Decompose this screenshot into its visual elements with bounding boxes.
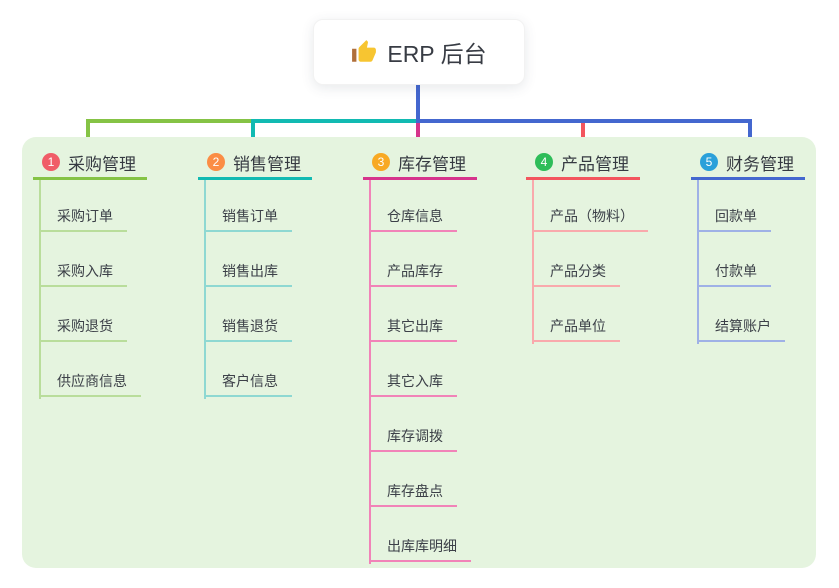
node-payment-bill[interactable]: 付款单 (697, 232, 771, 287)
root-stem-line (416, 83, 420, 123)
branch-title: 采购管理 (68, 154, 136, 174)
node-other-outbound[interactable]: 其它出库 (369, 287, 457, 342)
node-product-category[interactable]: 产品分类 (532, 232, 620, 287)
branch5-drop-line (748, 119, 752, 145)
connector-blue-segment (416, 119, 752, 123)
root-node[interactable]: ERP 后台 (313, 19, 525, 85)
connector-green-segment (86, 119, 253, 123)
branch-child-connector (204, 180, 206, 399)
node-product-stock[interactable]: 产品库存 (369, 232, 457, 287)
node-purchase-inbound[interactable]: 采购入库 (39, 232, 127, 287)
branch-title: 财务管理 (726, 154, 794, 174)
branch-purchase-header[interactable]: 1 采购管理 (33, 147, 147, 180)
branch-purchase: 1 采购管理 采购订单 采购入库 采购退货 供应商信息 (33, 147, 147, 399)
node-settlement-account[interactable]: 结算账户 (697, 287, 785, 342)
node-stock-taking[interactable]: 库存盘点 (369, 452, 457, 507)
node-customer-info[interactable]: 客户信息 (204, 342, 292, 397)
branch-sales-header[interactable]: 2 销售管理 (198, 147, 312, 180)
node-other-inbound[interactable]: 其它入库 (369, 342, 457, 397)
node-purchase-order[interactable]: 采购订单 (39, 180, 127, 232)
branch-finance: 5 财务管理 回款单 付款单 结算账户 (691, 147, 805, 344)
node-stock-transfer[interactable]: 库存调拨 (369, 397, 457, 452)
branch-title: 产品管理 (561, 154, 629, 174)
branch-number-badge: 1 (42, 153, 60, 171)
branch-number-badge: 2 (207, 153, 225, 171)
node-receipt-bill[interactable]: 回款单 (697, 180, 771, 232)
branch-child-connector (39, 180, 41, 399)
branch2-drop-line (251, 119, 255, 145)
branches-panel (22, 137, 816, 568)
node-product-unit[interactable]: 产品单位 (532, 287, 620, 342)
branch-inventory: 3 库存管理 仓库信息 产品库存 其它出库 其它入库 库存调拨 库存盘点 出库库… (363, 147, 477, 564)
root-node-label: ERP 后台 (387, 41, 487, 67)
branch-sales: 2 销售管理 销售订单 销售出库 销售退货 客户信息 (198, 147, 312, 399)
branch-title: 销售管理 (233, 154, 301, 174)
branch1-drop-line (86, 119, 90, 145)
branch-title: 库存管理 (398, 154, 466, 174)
node-sales-order[interactable]: 销售订单 (204, 180, 292, 232)
connector-teal-segment (251, 119, 418, 123)
branch-number-badge: 3 (372, 153, 390, 171)
branch-product-header[interactable]: 4 产品管理 (526, 147, 640, 180)
branch-finance-header[interactable]: 5 财务管理 (691, 147, 805, 180)
branch-child-connector (369, 180, 371, 564)
node-sales-return[interactable]: 销售退货 (204, 287, 292, 342)
node-supplier-info[interactable]: 供应商信息 (39, 342, 141, 397)
branch-child-connector (532, 180, 534, 344)
node-warehouse-info[interactable]: 仓库信息 (369, 180, 457, 232)
node-sales-outbound[interactable]: 销售出库 (204, 232, 292, 287)
branch-inventory-header[interactable]: 3 库存管理 (363, 147, 477, 180)
branch3-drop-line (416, 123, 420, 145)
node-outbound-detail[interactable]: 出库库明细 (369, 507, 471, 562)
branch-number-badge: 4 (535, 153, 553, 171)
branch-child-connector (697, 180, 699, 344)
node-product-material[interactable]: 产品（物料） (532, 180, 648, 232)
branch4-drop-line (581, 123, 585, 145)
branch-number-badge: 5 (700, 153, 718, 171)
node-purchase-return[interactable]: 采购退货 (39, 287, 127, 342)
branch-product: 4 产品管理 产品（物料） 产品分类 产品单位 (526, 147, 648, 344)
thumbs-up-icon (351, 39, 377, 65)
